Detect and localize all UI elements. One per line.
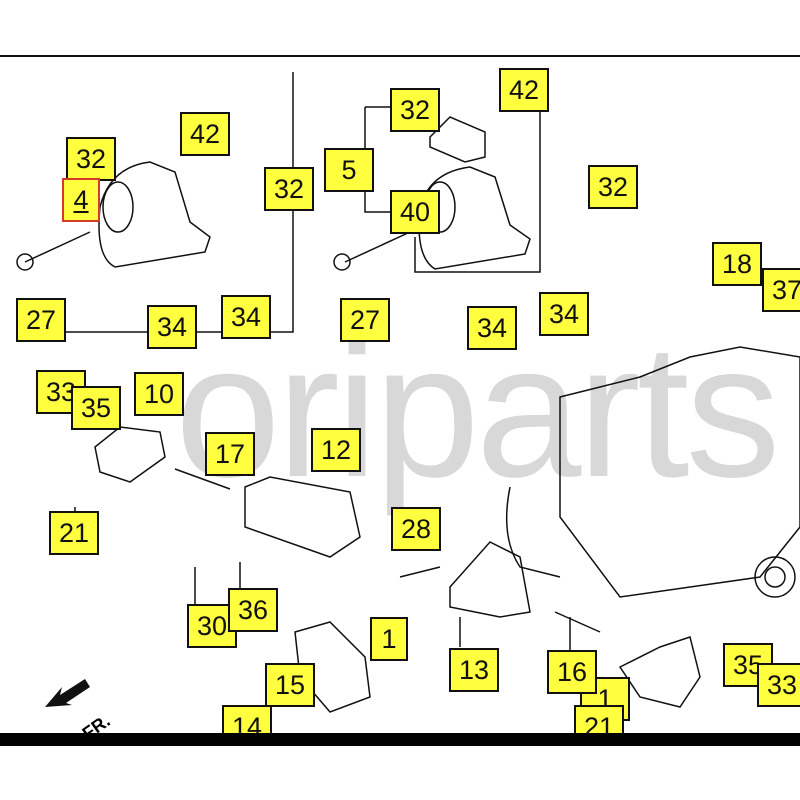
callout-part-16[interactable]: 16 [547,650,597,694]
callout-part-27[interactable]: 27 [16,298,66,342]
callout-part-21[interactable]: 21 [574,705,624,733]
callout-part-34[interactable]: 34 [221,295,271,339]
callout-part-5[interactable]: 5 [324,148,374,192]
callout-part-42[interactable]: 42 [180,112,230,156]
callout-part-28[interactable]: 28 [391,507,441,551]
callout-part-4[interactable]: 4 [62,178,100,222]
callout-part-18[interactable]: 18 [712,242,762,286]
callout-part-33[interactable]: 33 [757,663,800,707]
callout-part-32[interactable]: 32 [390,88,440,132]
front-direction-arrow-icon [45,679,90,707]
callout-part-12[interactable]: 12 [311,428,361,472]
callout-part-34[interactable]: 34 [147,305,197,349]
callout-part-32[interactable]: 32 [588,165,638,209]
callout-part-15[interactable]: 15 [265,663,315,707]
callout-part-34[interactable]: 34 [467,306,517,350]
top-border [0,55,800,57]
callout-part-17[interactable]: 17 [205,432,255,476]
callout-part-1[interactable]: 1 [370,617,408,661]
callout-part-32[interactable]: 32 [66,137,116,181]
bottom-black-bar [0,733,800,746]
callout-part-36[interactable]: 36 [228,588,278,632]
callout-part-21[interactable]: 21 [49,511,99,555]
callout-part-32[interactable]: 32 [264,167,314,211]
callout-part-14[interactable]: 14 [222,705,272,733]
callout-part-13[interactable]: 13 [449,648,499,692]
callout-part-27[interactable]: 27 [340,298,390,342]
callout-part-37[interactable]: 37 [762,268,800,312]
callout-part-40[interactable]: 40 [390,190,440,234]
callout-part-34[interactable]: 34 [539,292,589,336]
callout-part-10[interactable]: 10 [134,372,184,416]
callout-part-42[interactable]: 42 [499,68,549,112]
callout-part-35[interactable]: 35 [71,386,121,430]
callout-part-30[interactable]: 30 [187,604,237,648]
